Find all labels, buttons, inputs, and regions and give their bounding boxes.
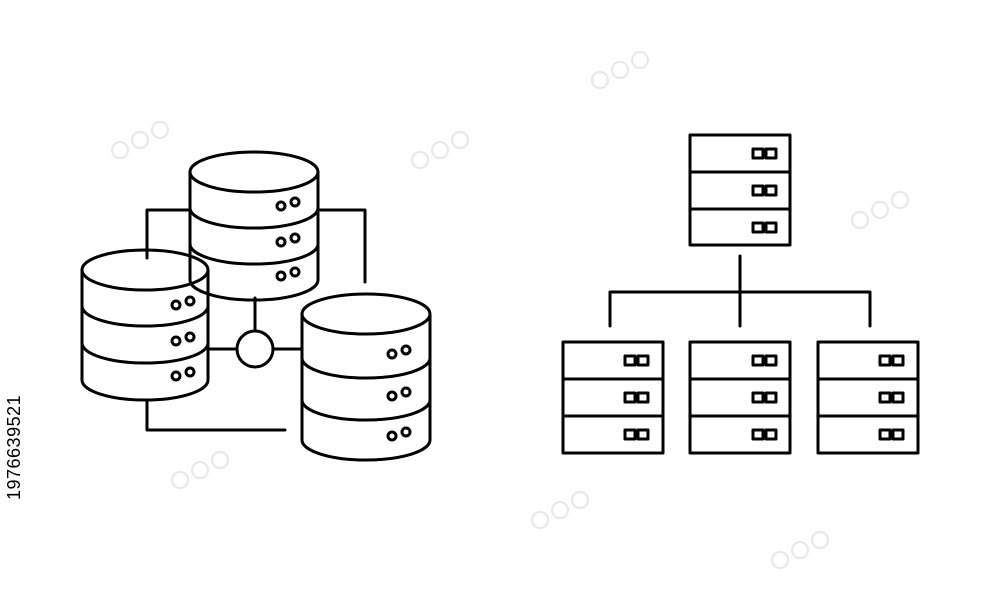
server-hierarchy-icon [561,133,920,455]
server-child-left-icon [561,340,665,455]
watermark-pattern [111,51,909,569]
database-cluster-icon [80,150,432,462]
tree-connector-lines [608,254,872,328]
database-right-icon [300,292,432,462]
stock-image-id: 1976639521 [4,394,24,500]
hub-node-icon [235,329,275,369]
connector-lines [145,208,367,432]
server-child-middle-icon [688,340,792,455]
database-top-icon [188,150,320,302]
database-left-icon [80,248,210,402]
server-root-icon [688,133,792,247]
server-child-right-icon [816,340,920,455]
